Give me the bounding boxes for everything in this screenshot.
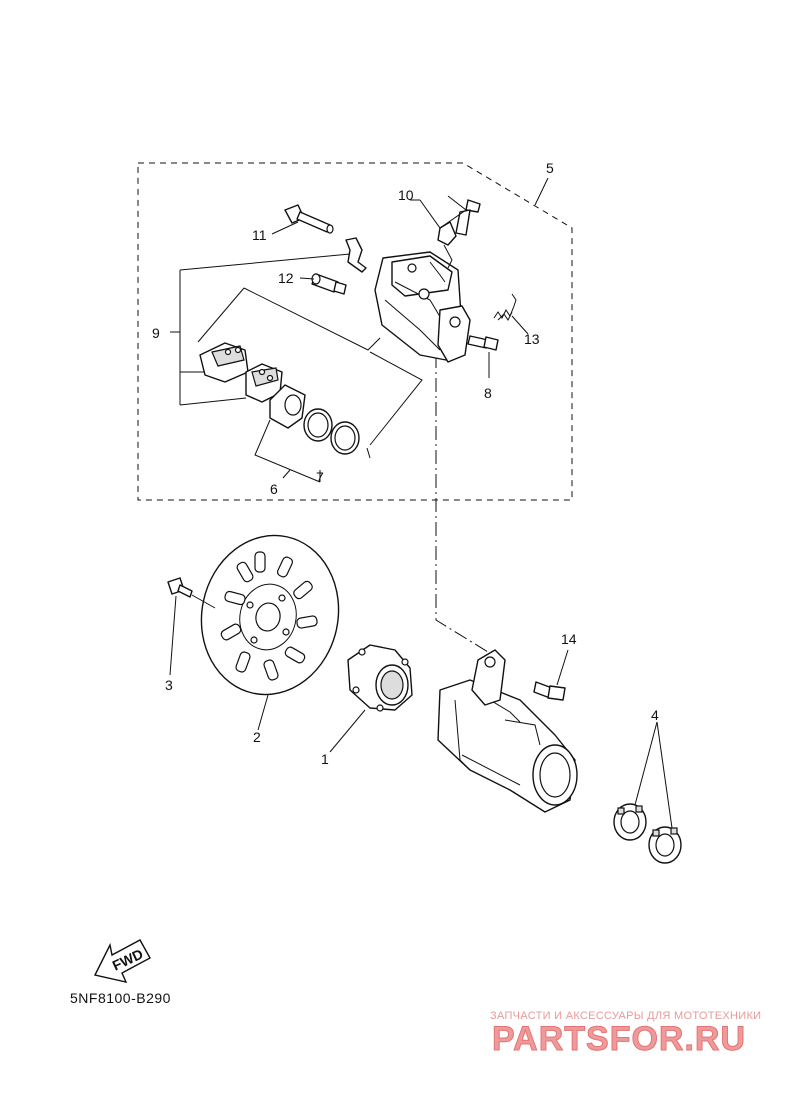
caliper-bolt-8 [467,335,499,351]
diagram-code: 5NF8100-B290 [70,990,171,1006]
callout-1: 1 [321,751,329,767]
watermark-brand: PARTSFOR.RU [492,1020,746,1058]
callout-14: 14 [561,631,577,647]
pad-spring [493,293,517,321]
callout-2: 2 [253,729,261,745]
piston-seal [303,408,333,442]
brake-pad-inner [199,342,249,383]
watermark-tagline: ЗАПЧАСТИ И АКСЕССУАРЫ ДЛЯ МОТОТЕХНИКИ [490,1010,762,1022]
bracket-bolt [533,681,566,701]
lock-nut-2 [648,826,682,864]
pad-spring-clip [345,237,367,273]
caliper-assembly-boundary [137,162,573,501]
callout-3: 3 [165,677,173,693]
callout-5: 5 [546,160,554,176]
callout-6: 6 [270,481,278,497]
callout-12: 12 [278,270,294,286]
fwd-arrow-icon: FWD [93,939,151,983]
brake-disc [200,534,340,696]
dust-seal [330,421,360,455]
pin-bolt [284,204,334,234]
axle-housing-bracket [437,649,578,813]
callout-9: 9 [152,325,160,341]
caliper-bushing [311,273,347,295]
disc-bolt [167,577,193,598]
callout-11: 11 [252,227,267,243]
brake-pad-outer [245,363,283,403]
caliper-body [374,251,471,363]
assembly-center-line [435,330,489,653]
disc-hub [347,644,413,712]
callout-8: 8 [484,385,492,401]
caliper-piston [269,384,306,429]
lock-nut-1 [613,803,647,841]
callout-10: 10 [398,187,414,203]
callout-4: 4 [651,707,659,723]
bleed-screw [437,199,481,269]
callout-13: 13 [524,331,540,347]
callout-7: 7 [316,469,324,485]
